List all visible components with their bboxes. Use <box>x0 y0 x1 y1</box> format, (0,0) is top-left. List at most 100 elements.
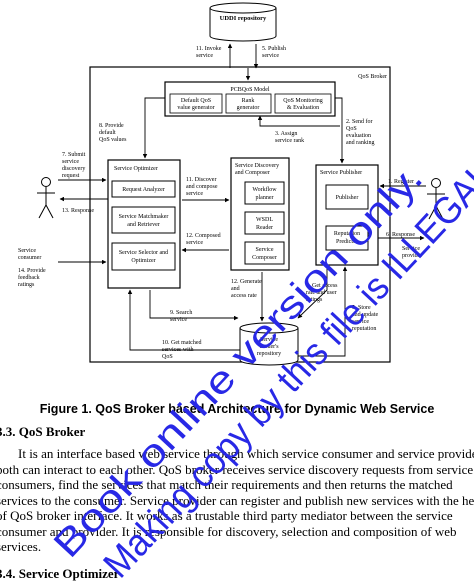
arrow-label: service <box>62 159 79 165</box>
arrow-label: 14. Provide <box>18 268 46 274</box>
figure-caption: Figure 1. QoS Broker based Architecture … <box>39 402 435 416</box>
pcbqos-cell: Default QoS <box>181 97 211 104</box>
arrow-label: 4. Get access <box>306 283 338 289</box>
architecture-diagram: UDDI repository QoS Broker PCBQoS Model … <box>18 2 445 366</box>
arrow-label: discovery <box>62 166 85 172</box>
arrow-label: default <box>99 129 116 136</box>
discovery-box-label: Reader <box>256 225 273 231</box>
repo-label: broker's <box>259 344 279 350</box>
arrow-label: rate and user <box>306 290 337 296</box>
pcbqos-cell: QoS Monitoring <box>283 98 323 104</box>
arrow-label: 2. Send for <box>346 118 373 125</box>
pcbqos-cell: & Evaluation <box>287 105 319 111</box>
arrow-label: 5. Publish <box>262 46 286 52</box>
section-heading: 3.3. QoS Broker <box>0 424 86 439</box>
arrow-label: access rate <box>231 293 257 299</box>
qos-broker-box <box>89 66 391 363</box>
paragraph-line: It is an interface based web service thr… <box>18 446 474 461</box>
arrow-label: 5. Store <box>352 305 371 311</box>
arrow-label: QoS <box>346 126 357 132</box>
uddi-repository: UDDI repository <box>209 2 277 42</box>
repo-label: Service <box>260 337 278 343</box>
pcbqos-model: PCBQoS Model Default QoS value generator… <box>164 81 336 117</box>
optimizer-box-label: Request Analyzer <box>122 187 165 193</box>
arrow-label: 13. Response <box>62 208 94 214</box>
arrow-label: QoS values <box>99 137 127 143</box>
arrow-label: service <box>352 319 369 325</box>
arrow-label: feedback <box>18 274 40 281</box>
optimizer-box-label: Service Selector and <box>119 250 168 256</box>
pcbqos-cell: generator <box>237 105 260 111</box>
arrow-label: request <box>62 173 80 179</box>
arrow-label: QoS <box>162 354 173 360</box>
arrow-label: service rank <box>275 138 304 144</box>
paragraph-line: services to the consumer. Service provid… <box>0 492 474 508</box>
paragraph-line: of QoS broker interface. It works as a t… <box>0 508 453 523</box>
pcbqos-cell: Rank <box>242 98 255 104</box>
arrow-label: ratings <box>18 282 35 288</box>
arrow-label: 11. Discover <box>186 177 216 183</box>
uddi-label: UDDI repository <box>220 15 267 22</box>
arrow-label: 6. Response <box>386 232 415 238</box>
service-publisher: Service Publisher Publisher Reputation P… <box>315 164 379 266</box>
provider-figure <box>427 178 445 220</box>
publisher-box-label: Predictor <box>336 239 358 245</box>
consumer-label: Service <box>18 248 36 254</box>
arrow-label: and <box>231 286 240 292</box>
publisher-box-label: Publisher <box>336 195 359 201</box>
arrow-label: and ranking <box>346 140 375 146</box>
qos-broker-label: QoS Broker <box>358 74 387 80</box>
arrow-label: 12. Generate <box>231 279 262 285</box>
discovery-title: Service Discovery <box>235 163 279 169</box>
paragraph-line: consumer and provider. It is responsible… <box>0 523 457 539</box>
arrow-label: 8. Provide <box>99 123 124 129</box>
service-optimizer: Service Optimizer Request Analyzer Servi… <box>107 159 181 289</box>
arrow-label: and compose <box>186 184 218 190</box>
discovery-box-label: Service <box>256 247 274 253</box>
paragraph-line: services. <box>0 539 42 554</box>
arrow-label: evaluation <box>346 133 371 139</box>
arrow-label: and update <box>352 312 378 318</box>
provider-label: provider <box>402 253 422 259</box>
broker-repository: Service broker's repository <box>239 322 299 366</box>
discovery-box-label: planner <box>256 195 274 201</box>
pcbqos-cell: value generator <box>177 105 214 111</box>
arrow-label: 11. Invoke <box>196 46 222 52</box>
discovery-box-label: WSDL <box>256 217 273 223</box>
service-discovery-composer: Service Discovery and Composer Workflow … <box>230 157 290 271</box>
optimizer-title: Service Optimizer <box>114 166 158 172</box>
arrow-label: service <box>196 53 213 59</box>
pcbqos-title: PCBQoS Model <box>230 87 270 93</box>
arrow-label: 10. Get matched <box>162 340 202 346</box>
paragraph-line: both can interact to each other. QoS bro… <box>0 461 474 477</box>
section-heading: 3.4. Service Optimizer <box>0 566 120 581</box>
arrow-label: 1. Register <box>388 179 414 185</box>
optimizer-box-label: Optimizer <box>131 258 155 264</box>
arrow-label: services with <box>162 347 194 353</box>
arrow-label: service <box>170 317 187 323</box>
arrow-label: service <box>186 240 203 246</box>
arrow-label: 9. Search <box>170 310 192 316</box>
optimizer-box-label: and Retriever <box>127 222 159 228</box>
arrow-label: reputation <box>352 326 376 332</box>
arrow-label: 12. Composed <box>186 233 221 239</box>
repo-label: repository <box>257 351 281 357</box>
publisher-title: Service Publisher <box>320 170 362 176</box>
discovery-title: and Composer <box>235 170 270 176</box>
paragraph-line: consumers, find the services that match … <box>0 477 453 492</box>
provider-label: Service <box>402 246 420 252</box>
arrow-labels: 1. Register 2. Send for QoS evaluation a… <box>18 46 415 360</box>
arrow-label: 3. Assign <box>275 131 297 137</box>
arrow-label: 7. Submit <box>62 152 86 158</box>
paragraph: It is an interface based web service thr… <box>0 446 474 555</box>
arrow-label: service <box>262 53 279 59</box>
consumer-figure <box>37 177 55 219</box>
arrow-label: service <box>186 191 203 197</box>
publisher-box-label: Reputation <box>334 231 360 237</box>
optimizer-box-label: Service Matchmaker <box>119 214 169 220</box>
discovery-box-label: Composer <box>252 255 277 261</box>
arrow-label: ratings <box>306 297 323 303</box>
discovery-box-label: Workflow <box>252 186 277 193</box>
connector-lines <box>58 43 426 357</box>
consumer-label: consumer <box>18 255 41 261</box>
